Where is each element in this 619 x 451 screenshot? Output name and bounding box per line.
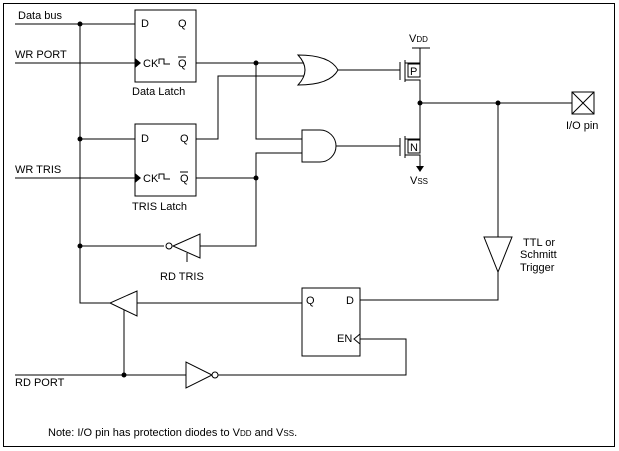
- tris-to-rdtris-wire: [200, 178, 257, 247]
- and-gate: [301, 129, 337, 163]
- data-bus-label: Data bus: [18, 10, 63, 22]
- wr-port-label: WR PORT: [15, 49, 67, 61]
- n-label: N: [410, 142, 418, 154]
- n-drain-wire: [405, 100, 421, 140]
- rd-tris-label: RD TRIS: [160, 271, 204, 283]
- data-latch-d: D: [141, 18, 149, 30]
- tris-q-wire: [196, 75, 305, 140]
- clock-triangle-icon: [135, 58, 141, 68]
- input-latch-d: D: [346, 295, 354, 307]
- data-to-and-wire: [255, 63, 305, 140]
- input-latch-box: [301, 287, 361, 357]
- vss-label: VSS: [410, 175, 428, 187]
- data-latch-ck: CK: [143, 58, 159, 70]
- buffer-label-1: TTL or: [523, 237, 555, 249]
- diagram-frame: [3, 3, 615, 447]
- edge-symbol-icon: [158, 173, 170, 180]
- inverter-bubble: [211, 371, 219, 379]
- buffer-label-2: Schmitt: [520, 249, 557, 261]
- clock-chevron-icon: [353, 333, 361, 345]
- data-latch-q: Q: [178, 18, 187, 30]
- data-latch-qbar: Q: [178, 58, 187, 70]
- clock-triangle-icon: [135, 173, 141, 183]
- ttl-schmitt-buffer: [483, 236, 513, 274]
- junction-dot: [77, 21, 83, 27]
- p-source-wire: [405, 48, 421, 64]
- tris-latch-d: D: [141, 133, 149, 145]
- junction-dot: [77, 243, 83, 249]
- input-latch-en: EN: [337, 333, 352, 345]
- junction-dot: [77, 136, 83, 142]
- tris-latch-label: TRIS Latch: [132, 201, 187, 213]
- tris-latch-q: Q: [180, 133, 189, 145]
- tris-to-and-wire: [255, 152, 305, 178]
- io-pin-label: I/O pin: [566, 120, 598, 132]
- tris-latch-box: [134, 123, 197, 197]
- or-gate: [296, 54, 339, 86]
- rd-tris-buffer: [171, 233, 201, 259]
- rd-port-label: RD PORT: [15, 377, 65, 389]
- p-label-box: [407, 63, 421, 78]
- tris-latch-ck: CK: [143, 173, 159, 185]
- tris-latch-qbar: Q: [180, 173, 189, 185]
- io-pin-cross: [571, 91, 595, 115]
- n-source-wire: [405, 154, 421, 166]
- p-label: P: [410, 66, 417, 78]
- data-bus-vertical: [79, 24, 110, 304]
- data-latch-box: [134, 9, 197, 83]
- data-latch-label: Data Latch: [132, 86, 185, 98]
- inverter-bubble: [165, 242, 173, 250]
- buffer-out-wire: [360, 272, 499, 301]
- vdd-label: VDD: [409, 33, 428, 45]
- edge-symbol-icon: [158, 58, 170, 65]
- p-drain-wire: [405, 79, 421, 100]
- junction-dot: [121, 372, 127, 378]
- en-wire: [218, 338, 407, 376]
- buffer-label-3: Trigger: [520, 262, 555, 274]
- wr-tris-label: WR TRIS: [15, 164, 61, 176]
- rd-port-inverter: [185, 361, 214, 389]
- note-text: Note: I/O pin has protection diodes to V…: [48, 427, 297, 439]
- n-label-box: [407, 139, 421, 154]
- port-read-buffer: [108, 290, 138, 317]
- ground-arrow-icon: [416, 166, 424, 172]
- input-latch-q: Q: [306, 295, 315, 307]
